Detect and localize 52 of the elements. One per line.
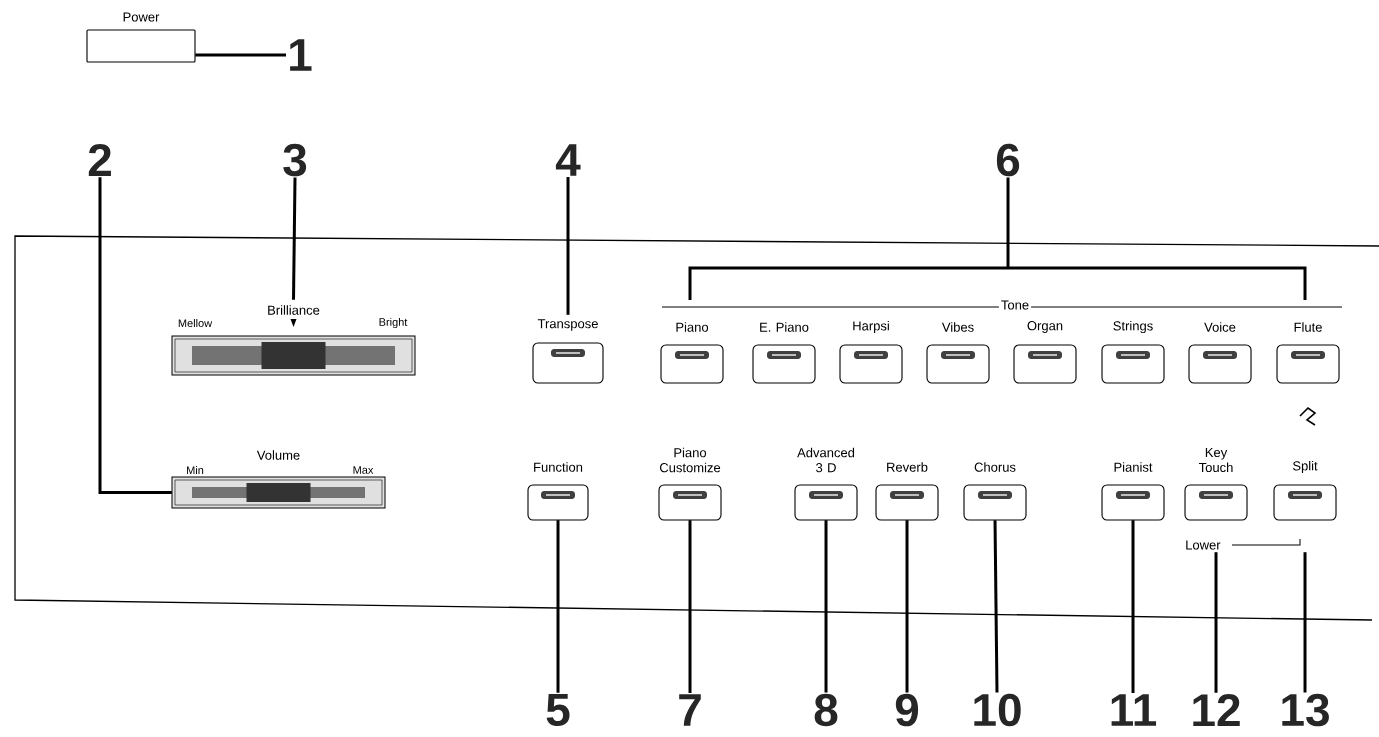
callout-number: 10 (974, 693, 1021, 727)
bracket-label: Lower (1186, 540, 1221, 550)
callout-number: 5 (546, 693, 570, 727)
leader-line (905, 520, 909, 693)
callout-number: 12 (1193, 693, 1240, 727)
button-label: Pianist (1114, 462, 1153, 472)
callout-number: 9 (895, 693, 919, 727)
button-label: Reverb (887, 462, 928, 472)
group-label: Tone (998, 298, 1032, 312)
scale-label: Bright (379, 317, 408, 329)
leader-line (993, 520, 999, 693)
leader-line (556, 520, 560, 693)
button-label: Chorus (974, 462, 1016, 472)
button-label: Function (534, 462, 583, 472)
scale-label: Mellow (178, 318, 213, 328)
leader-line (1214, 552, 1218, 693)
leader-line (824, 520, 828, 693)
button-label: Voice (1204, 322, 1236, 332)
callout-number: 1 (290, 39, 312, 71)
callout-number: 13 (1282, 693, 1329, 727)
button-label: Power (123, 12, 160, 22)
leader-line (292, 177, 297, 300)
leader-line (98, 177, 172, 494)
leader-line (566, 177, 570, 315)
button-label: Organ (1027, 321, 1063, 333)
button-label: Key Touch (1198, 448, 1233, 473)
callout-number: 3 (283, 143, 307, 177)
scale-label: Min (187, 466, 204, 474)
leader-line (1131, 520, 1135, 693)
button-label: Split (1292, 460, 1318, 474)
callout-number: 4 (555, 144, 581, 176)
button-label: Piano (676, 322, 709, 332)
leader-line (1006, 177, 1010, 268)
callout-number: 7 (679, 694, 701, 726)
slider-label: Brilliance (268, 305, 320, 315)
button-label: Advanced 3 D (797, 447, 855, 473)
slider-label: Volume (256, 450, 300, 460)
callout-number: 2 (88, 143, 111, 177)
button-label: Flute (1294, 322, 1322, 332)
leader-line (195, 53, 286, 57)
button-label: Harpsi (853, 320, 889, 334)
leader-line (688, 520, 692, 693)
button-label: Transpose (537, 319, 598, 331)
leader-line (1303, 552, 1307, 693)
callout-number: 6 (996, 143, 1020, 177)
callout-number: 8 (814, 693, 838, 727)
scale-label: Max (353, 466, 374, 474)
button-label: Strings (1113, 320, 1153, 334)
button-label: Vibes (941, 322, 974, 332)
button-label: E. Piano (760, 322, 809, 332)
callout-number: 11 (1111, 694, 1157, 726)
button-label: Piano Customize (659, 447, 721, 473)
